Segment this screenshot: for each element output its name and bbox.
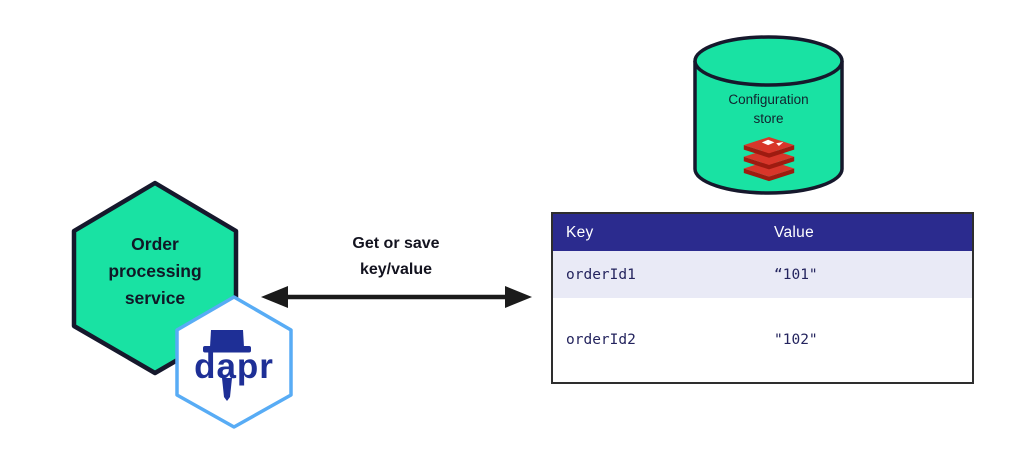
config-store-cylinder-icon <box>693 35 844 195</box>
bidirectional-arrow <box>261 286 532 308</box>
row-key: orderId2 <box>566 332 636 348</box>
table-header-row: Key Value <box>553 214 972 251</box>
dapr-logo-text: dapr <box>194 347 274 386</box>
table-row: orderId1 “101" <box>553 251 972 298</box>
config-store-label: Configuration store <box>728 92 809 126</box>
row-key: orderId1 <box>566 266 636 283</box>
arrow-label: Get or save key/value <box>352 235 440 278</box>
key-value-table: Key Value orderId1 “101" orderId2 "102" <box>551 212 974 384</box>
column-header-value: Value <box>774 223 814 241</box>
dapr-hat-icon <box>203 330 251 353</box>
dapr-tie-icon <box>222 378 232 401</box>
order-service-label: Order processing service <box>108 234 202 308</box>
column-header-key: Key <box>566 223 594 241</box>
dapr-hexagon <box>175 295 293 429</box>
table-row: orderId2 "102" <box>553 298 972 382</box>
redis-logo-icon <box>743 137 795 182</box>
row-value: "102" <box>774 332 818 348</box>
row-value: “101" <box>774 266 818 283</box>
